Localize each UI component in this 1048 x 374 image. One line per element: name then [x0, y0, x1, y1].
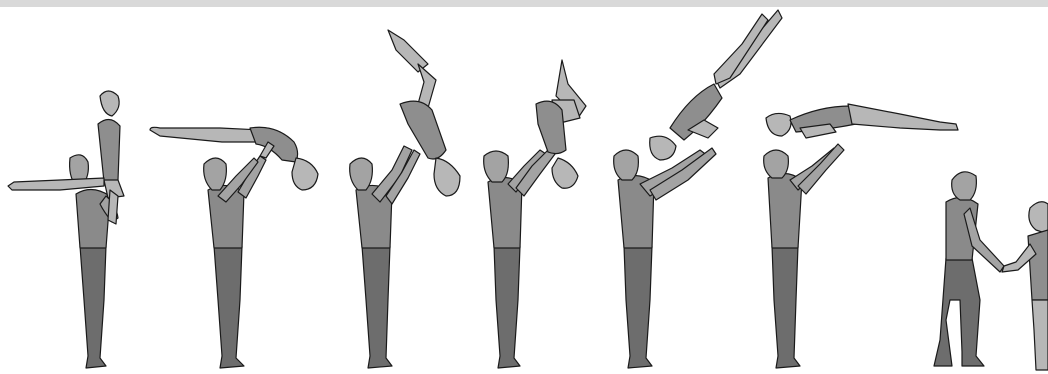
stage-6-base [764, 144, 844, 368]
stage-6-horizontal-press [764, 104, 958, 368]
stage-7-flyer [1002, 202, 1048, 370]
stage-5-base [614, 148, 716, 368]
stage-7-hand-hold [934, 172, 1048, 370]
stage-4-base [484, 146, 558, 368]
stage-2-back-arch [150, 127, 318, 368]
stage-7-base [934, 172, 1004, 366]
stage-1-shoulder-stand [8, 91, 124, 368]
stage-2-base [204, 156, 266, 368]
stage-6-flyer [766, 104, 958, 138]
stage-3-base [350, 146, 420, 368]
stage-3-inverted-pike [350, 30, 460, 368]
stage-4-inverted-tuck [484, 60, 586, 368]
stage-5-flyer [650, 10, 782, 160]
stage-5-handstand-layout [614, 10, 782, 368]
